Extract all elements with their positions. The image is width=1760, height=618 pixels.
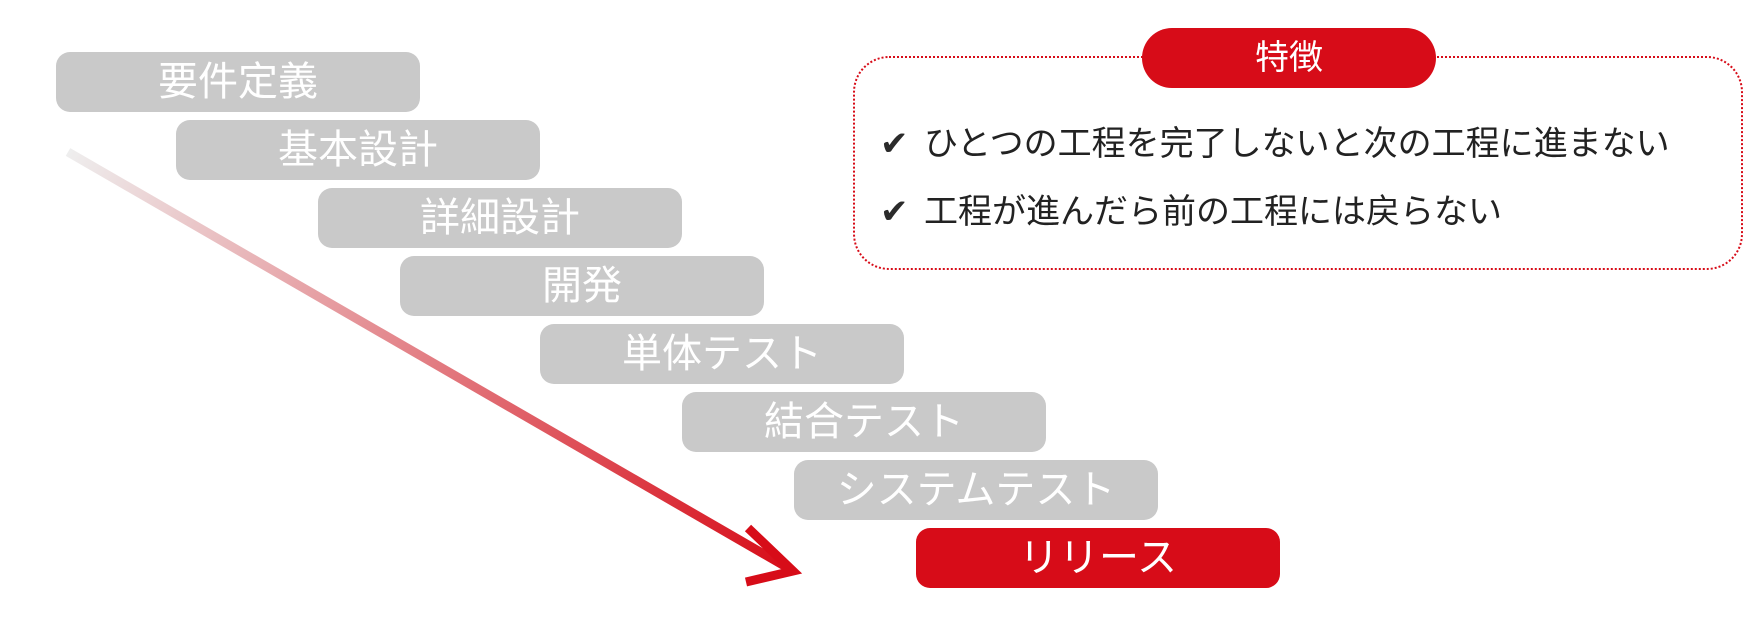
features-badge: 特徴	[1142, 28, 1436, 88]
step-basic-design: 基本設計	[176, 120, 540, 180]
feature-item-text: ひとつの工程を完了しないと次の工程に進まない	[924, 124, 1670, 164]
step-unit-test: 単体テスト	[540, 324, 904, 384]
feature-item: ✔ 工程が進んだら前の工程には戻らない	[880, 190, 1502, 234]
check-icon: ✔	[880, 192, 909, 232]
step-integration-test: 結合テスト	[682, 392, 1046, 452]
feature-item: ✔ ひとつの工程を完了しないと次の工程に進まない	[880, 122, 1670, 166]
arrow-head	[744, 524, 803, 587]
check-icon: ✔	[880, 124, 909, 164]
step-detailed-design: 詳細設計	[318, 188, 682, 248]
step-development: 開発	[400, 256, 764, 316]
step-release: リリース	[916, 528, 1280, 588]
step-requirements: 要件定義	[56, 52, 420, 112]
feature-item-text: 工程が進んだら前の工程には戻らない	[924, 192, 1502, 232]
step-system-test: システムテスト	[794, 460, 1158, 520]
